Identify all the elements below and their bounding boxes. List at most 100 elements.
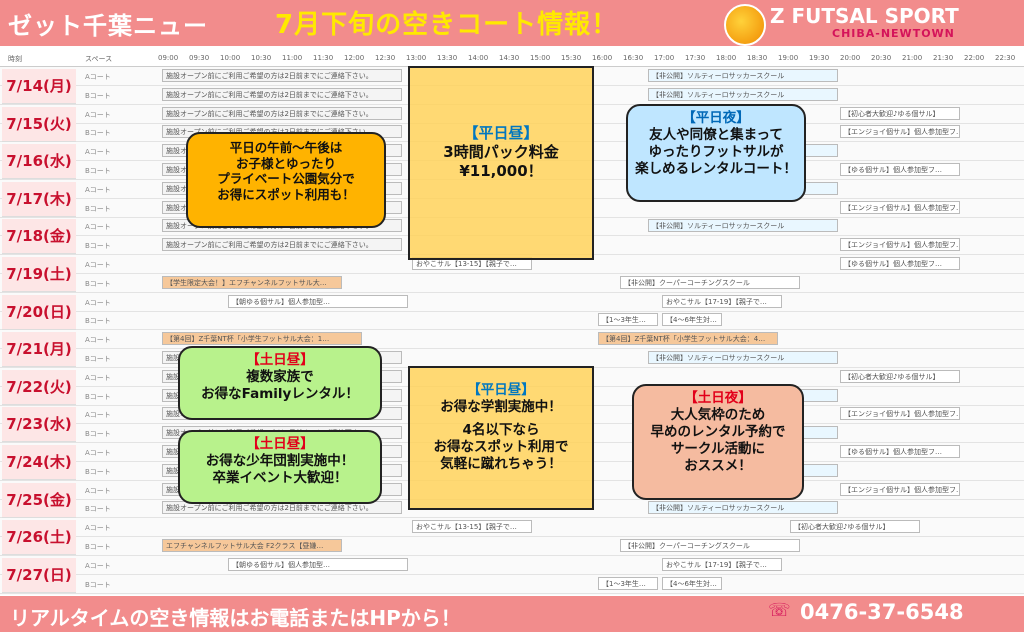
time-label: 09:00 [158,54,179,62]
table-row: Bコート施設オープン前にご利用ご希望の方は2日前までにご連絡下さい。【非公開】ソ… [0,499,1024,519]
court-label: Aコート [85,110,111,119]
brand-subtitle: CHIBA-NEWTOWN [832,27,955,40]
day-label: 7/22(火) [2,369,76,405]
day-label: 7/16(水) [2,144,76,180]
booking-cell[interactable]: 【ゆる個サル】個人参加型フ… [840,445,960,458]
day-label: 7/24(木) [2,445,76,480]
court-label: Bコート [85,580,111,589]
booking-cell[interactable]: 【学生限定大会！】エフチャンネルフットサル大… [162,275,342,289]
booking-cell[interactable]: 【非公開】ソルティーロサッカースクール [648,501,838,515]
booking-cell[interactable]: 【朝ゆる個サル】個人参加型… [228,294,408,308]
court-label: Bコート [85,355,111,363]
time-label: 11:30 [313,54,334,62]
time-label: 09:30 [189,54,210,62]
day-label: 7/19(土) [2,257,76,292]
phone-number[interactable]: 0476-37-6548 [800,600,964,624]
table-row: Bコート 【学生限定大会！】エフチャンネルフットサル大… 【非公開】クーパーコーチン… [0,274,1024,293]
booking-cell[interactable]: 【エンジョイ個サル】個人参加型フ… [840,482,960,496]
booking-cell[interactable]: 施設オープン前にご利用ご希望の方は2日前までにご連絡下さい。 [162,87,402,101]
footer-text: リアルタイムの空き情報はお電話またはHPから！ [10,606,461,630]
booking-cell[interactable]: 【非公開】ソルティーロサッカースクール [648,351,838,364]
booking-cell[interactable]: 【朝ゆる個サル】個人参加型… [228,557,408,571]
booking-cell[interactable]: 【エンジョイ個サル】個人参加型フ… [840,125,960,139]
day-label: 7/26(土) [2,520,76,556]
header-title-right: 7月下旬の空きコート情報！ [275,10,619,40]
court-label: Aコート [85,185,111,194]
booking-cell[interactable]: 【非公開】ソルティーロサッカースクール [648,69,838,82]
booking-cell[interactable]: 施設オープン前にご利用ご希望の方は2日前までにご連絡下さい。 [162,69,402,82]
table-row: Bコート 施設オープン前にご利用ご希望の方は2日前までにご連絡下さい。 【非公開】ソ… [0,86,1024,105]
soccer-ball-icon [724,4,766,46]
time-label: 21:00 [902,54,923,62]
booking-cell[interactable]: 施設オープン前にご利用ご希望の方は2日前までにご連絡下さい。 [162,238,402,252]
booking-cell[interactable]: 【第4回】Z千葉NT杯「小学生フットサル大会：1… [162,332,362,346]
court-label: Aコート [85,561,111,570]
court-label: Bコート [85,91,111,100]
booking-cell[interactable]: おやこサル【17-19】【親子で… [662,294,782,308]
time-label: 14:30 [499,54,520,62]
booking-cell[interactable]: 【初心者大歓迎♪ゆる個サル】 [840,369,960,383]
booking-cell[interactable]: 【1～3年生… [598,576,658,590]
booking-cell[interactable]: 【4～6年生対… [662,313,722,327]
table-row: Aコートおやこサル【13-15】【親子で…【ゆる個サル】個人参加型フ… [0,255,1024,274]
booking-cell[interactable]: おやこサル【13-15】【親子で… [412,520,532,534]
booking-cell[interactable]: 【非公開】クーパーコーチングスクール [620,539,800,552]
day-label: 7/15(火) [2,106,76,142]
promo-weekday-day-2: 【平日昼】 お得な学割実施中！ 4名以下なら お得なスポット利用で 気軽に蹴れち… [408,366,594,510]
table-row: Aコート 【朝ゆる個サル】個人参加型… おやこサル【17-19】【親子で… [0,556,1024,575]
promo-weekend-night: 【土日夜】 大人気枠のため 早めのレンタル予約で サークル活動に おススメ！ [632,384,804,500]
time-label: 19:30 [809,54,830,62]
phone-icon: ☏ [768,600,791,621]
booking-cell[interactable]: 【エンジョイ個サル】個人参加型フ… [840,407,960,421]
time-label: 15:00 [530,54,551,62]
booking-cell[interactable]: 【4～6年生対… [662,576,722,590]
booking-cell[interactable]: エフチャンネルフットサル大会 F2クラス【昼嫌… [162,539,342,552]
booking-cell[interactable]: 【エンジョイ個サル】個人参加型フ… [840,200,960,214]
time-label: 19:00 [778,54,799,62]
booking-cell[interactable]: 【非公開】ソルティーロサッカースクール [648,87,838,101]
court-label: Bコート [85,242,111,251]
booking-cell[interactable]: 【ゆる個サル】個人参加型フ… [840,163,960,176]
court-label: Bコート [85,467,111,476]
day-label: 7/23(水) [2,407,76,443]
booking-cell[interactable]: 【初心者大歓迎♪ゆる個サル】 [840,106,960,120]
day-label: 7/20(日) [2,294,76,330]
booking-cell[interactable]: 【非公開】ソルティーロサッカースクール [648,219,838,233]
time-label: 時刻 [8,55,22,63]
booking-cell[interactable]: 【エンジョイ個サル】個人参加型フ… [840,238,960,252]
time-label: 17:00 [654,54,675,62]
time-label: スペース [85,55,113,63]
footer-banner: リアルタイムの空き情報はお電話またはHPから！ ☏ 0476-37-6548 [0,596,1024,632]
court-label: Aコート [85,449,111,457]
time-label: 16:30 [623,54,644,62]
table-row: Aコート【第4回】Z千葉NT杯「小学生フットサル大会：1…【第4回】Z千葉NT杯… [0,330,1024,350]
time-label: 14:00 [468,54,489,62]
time-label: 18:30 [747,54,768,62]
court-label: Bコート [85,204,111,213]
booking-cell[interactable]: 【1～3年生… [598,313,658,327]
time-label: 11:00 [282,54,303,62]
time-label: 18:00 [716,54,737,62]
table-row: Bコート 【1～3年生… 【4～6年生対… [0,311,1024,331]
promo-weekend-day-2: 【土日昼】 お得な少年団割実施中！ 卒業イベント大歓迎！ [178,430,382,504]
day-label: 7/18(金) [2,219,76,255]
booking-cell[interactable]: 【ゆる個サル】個人参加型フ… [840,257,960,270]
booking-cell[interactable]: 【初心者大歓迎♪ゆる個サル】 [790,520,920,534]
court-label: Bコート [85,279,111,288]
day-label: 7/25(金) [2,482,76,518]
time-label: 12:00 [344,54,365,62]
booking-cell[interactable]: 【非公開】クーパーコーチングスクール [620,275,800,289]
booking-cell[interactable]: おやこサル【17-19】【親子で… [662,557,782,571]
time-label: 10:30 [251,54,272,62]
booking-cell[interactable]: 【第4回】Z千葉NT杯「小学生フットサル大会：4… [598,332,778,346]
court-label: Aコート [85,223,111,232]
promo-weekday-day: 【平日昼】 3時間パック料金 ¥11,000！ [408,66,594,260]
court-label: Bコート [85,317,111,326]
time-label: 22:30 [995,54,1016,62]
court-label: Bコート [85,392,111,401]
booking-cell[interactable]: 施設オープン前にご利用ご希望の方は2日前までにご連絡下さい。 [162,106,402,120]
time-label: 21:30 [933,54,954,62]
time-label: 20:30 [871,54,892,62]
court-label: Aコート [85,486,111,495]
